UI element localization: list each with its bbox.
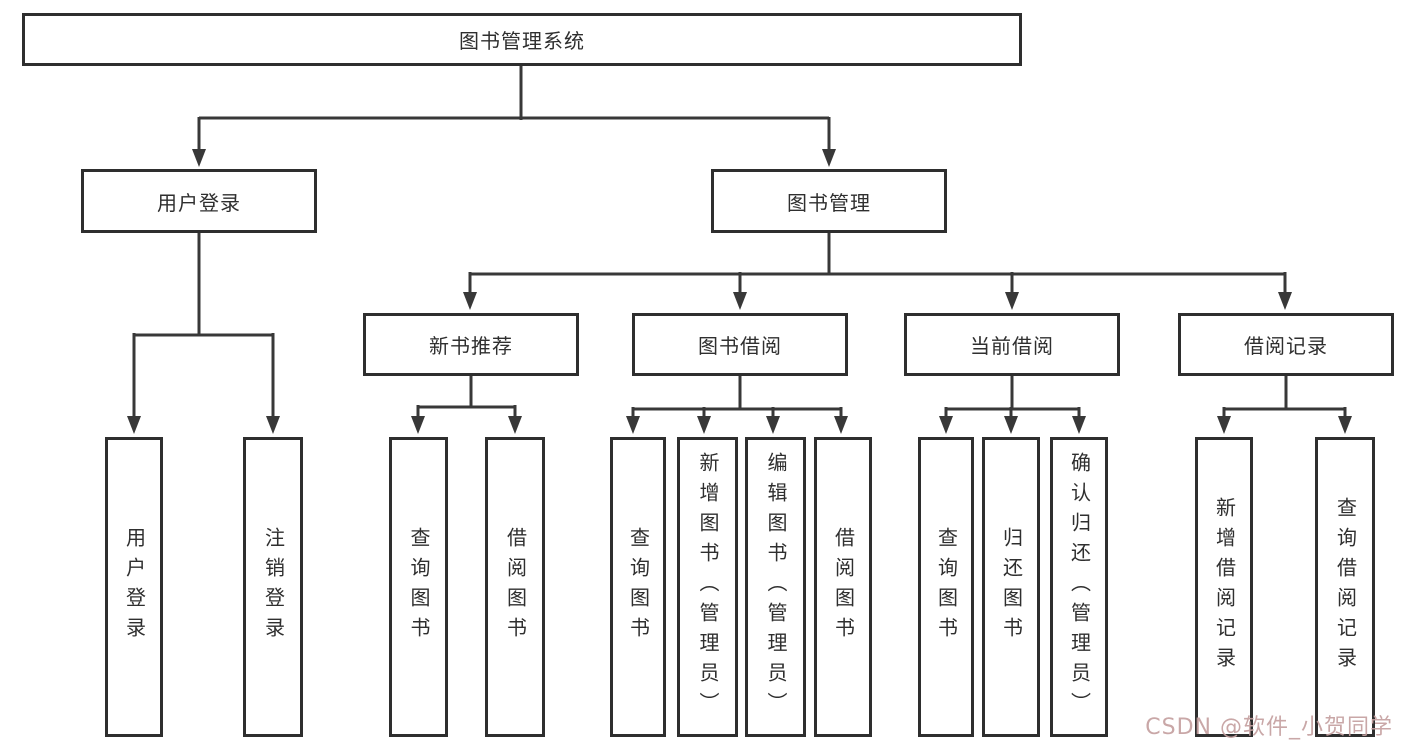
arrowhead-icon [822, 149, 836, 167]
node-library-management-system: 图书管理系统 [22, 13, 1022, 66]
leaf-return-books: 归还图书 [982, 437, 1040, 737]
connector-current-borrowing-children [939, 374, 1086, 434]
arrowhead-icon [1217, 416, 1231, 434]
node-new-book-recommendation: 新书推荐 [363, 313, 579, 376]
node-book-borrowing: 图书借阅 [632, 313, 848, 376]
arrowhead-icon [626, 416, 640, 434]
connector-root-to-level2 [192, 64, 836, 167]
node-label: 归还图书 [999, 527, 1024, 647]
arrowhead-icon [1338, 416, 1352, 434]
node-label: 编辑图书（管理员） [764, 452, 788, 722]
arrowhead-icon [411, 416, 425, 434]
arrowhead-icon [1004, 416, 1018, 434]
node-user-login: 用户登录 [81, 169, 317, 233]
node-book-management: 图书管理 [711, 169, 947, 233]
node-label: 用户登录 [122, 527, 147, 647]
node-label: 新增图书（管理员） [696, 452, 720, 722]
node-label: 用户登录 [157, 190, 241, 215]
arrowhead-icon [508, 416, 522, 434]
arrowhead-icon [266, 416, 280, 434]
leaf-edit-books-admin: 编辑图书（管理员） [745, 437, 806, 737]
node-label: 新书推荐 [429, 334, 513, 358]
node-label: 查询图书 [934, 527, 959, 647]
node-label: 新增借阅记录 [1212, 497, 1237, 677]
leaf-add-borrow-record: 新增借阅记录 [1195, 437, 1253, 737]
leaf-query-borrow-record: 查询借阅记录 [1315, 437, 1375, 737]
node-label: 图书管理系统 [459, 29, 585, 53]
node-label: 借阅记录 [1244, 334, 1328, 358]
connector-user-login-children [127, 231, 280, 434]
connector-borrowing-records-children [1217, 374, 1352, 434]
node-label: 查询借阅记录 [1333, 497, 1358, 677]
node-current-borrowing: 当前借阅 [904, 313, 1120, 376]
node-label: 图书管理 [787, 190, 871, 215]
connector-new-book-recommendation-children [411, 374, 522, 434]
connector-book-management-children [463, 231, 1292, 310]
arrowhead-icon [127, 416, 141, 434]
node-label: 查询图书 [407, 527, 431, 647]
connector-book-borrowing-children [626, 374, 848, 434]
arrowhead-icon [939, 416, 953, 434]
node-label: 当前借阅 [970, 334, 1054, 358]
node-label: 借阅图书 [831, 527, 856, 647]
leaf-borrow-books-recommend: 借阅图书 [485, 437, 545, 737]
arrowhead-icon [1005, 292, 1019, 310]
leaf-borrow-books: 借阅图书 [814, 437, 872, 737]
leaf-add-books-admin: 新增图书（管理员） [677, 437, 738, 737]
arrowhead-icon [1278, 292, 1292, 310]
leaf-query-books-recommend: 查询图书 [389, 437, 448, 737]
leaf-query-books-current: 查询图书 [918, 437, 974, 737]
leaf-logout: 注销登录 [243, 437, 303, 737]
node-label: 确认归还（管理员） [1067, 452, 1092, 722]
leaf-query-books-borrowing: 查询图书 [610, 437, 666, 737]
csdn-watermark: CSDN @软件_小贺同学 [1145, 715, 1393, 740]
leaf-user-login: 用户登录 [105, 437, 163, 737]
arrowhead-icon [834, 416, 848, 434]
node-label: 注销登录 [261, 527, 286, 647]
leaf-confirm-return-admin: 确认归还（管理员） [1050, 437, 1108, 737]
arrowhead-icon [192, 149, 206, 167]
node-label: 图书借阅 [698, 334, 782, 358]
arrowhead-icon [733, 292, 747, 310]
node-label: 借阅图书 [503, 527, 528, 647]
arrowhead-icon [463, 292, 477, 310]
arrowhead-icon [697, 416, 711, 434]
node-borrowing-records: 借阅记录 [1178, 313, 1394, 376]
node-label: 查询图书 [626, 527, 651, 647]
arrowhead-icon [1072, 416, 1086, 434]
arrowhead-icon [766, 416, 780, 434]
